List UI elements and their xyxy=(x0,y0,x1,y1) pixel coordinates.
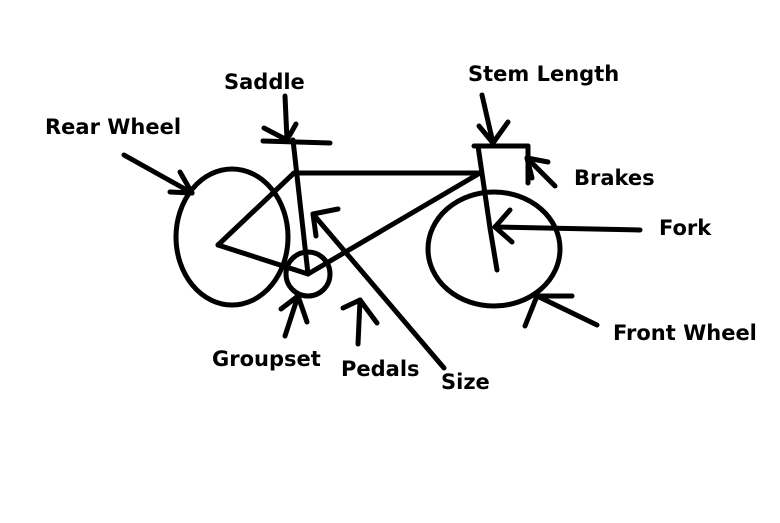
arrow-size xyxy=(310,206,447,371)
arrow-saddle xyxy=(261,93,299,143)
seat-tube xyxy=(290,137,311,277)
front-wheel xyxy=(425,189,563,309)
label-rear-wheel: Rear Wheel xyxy=(45,115,182,139)
fork-blade xyxy=(487,225,500,273)
label-groupset: Groupset xyxy=(212,347,321,371)
label-fork: Fork xyxy=(659,216,712,240)
down-tube xyxy=(305,170,483,277)
arrow-front-wheel xyxy=(522,293,600,329)
seat-stay xyxy=(215,170,297,248)
saddle-bar xyxy=(260,138,333,146)
arrow-pedals xyxy=(340,297,380,347)
label-brakes: Brakes xyxy=(574,166,655,190)
arrow-rear-wheel xyxy=(121,152,195,196)
arrow-fork xyxy=(492,207,643,245)
label-pedals: Pedals xyxy=(341,357,420,381)
rear-wheel xyxy=(173,166,291,308)
label-saddle: Saddle xyxy=(224,70,305,94)
label-stem-length: Stem Length xyxy=(468,62,620,86)
label-size: Size xyxy=(441,370,490,394)
arrow-groupset xyxy=(278,293,310,339)
label-front-wheel: Front Wheel xyxy=(613,321,757,345)
head-tube xyxy=(475,143,493,231)
arrow-stem-length xyxy=(476,92,511,146)
arrow-brakes xyxy=(524,155,558,189)
chain-stay xyxy=(215,242,311,277)
